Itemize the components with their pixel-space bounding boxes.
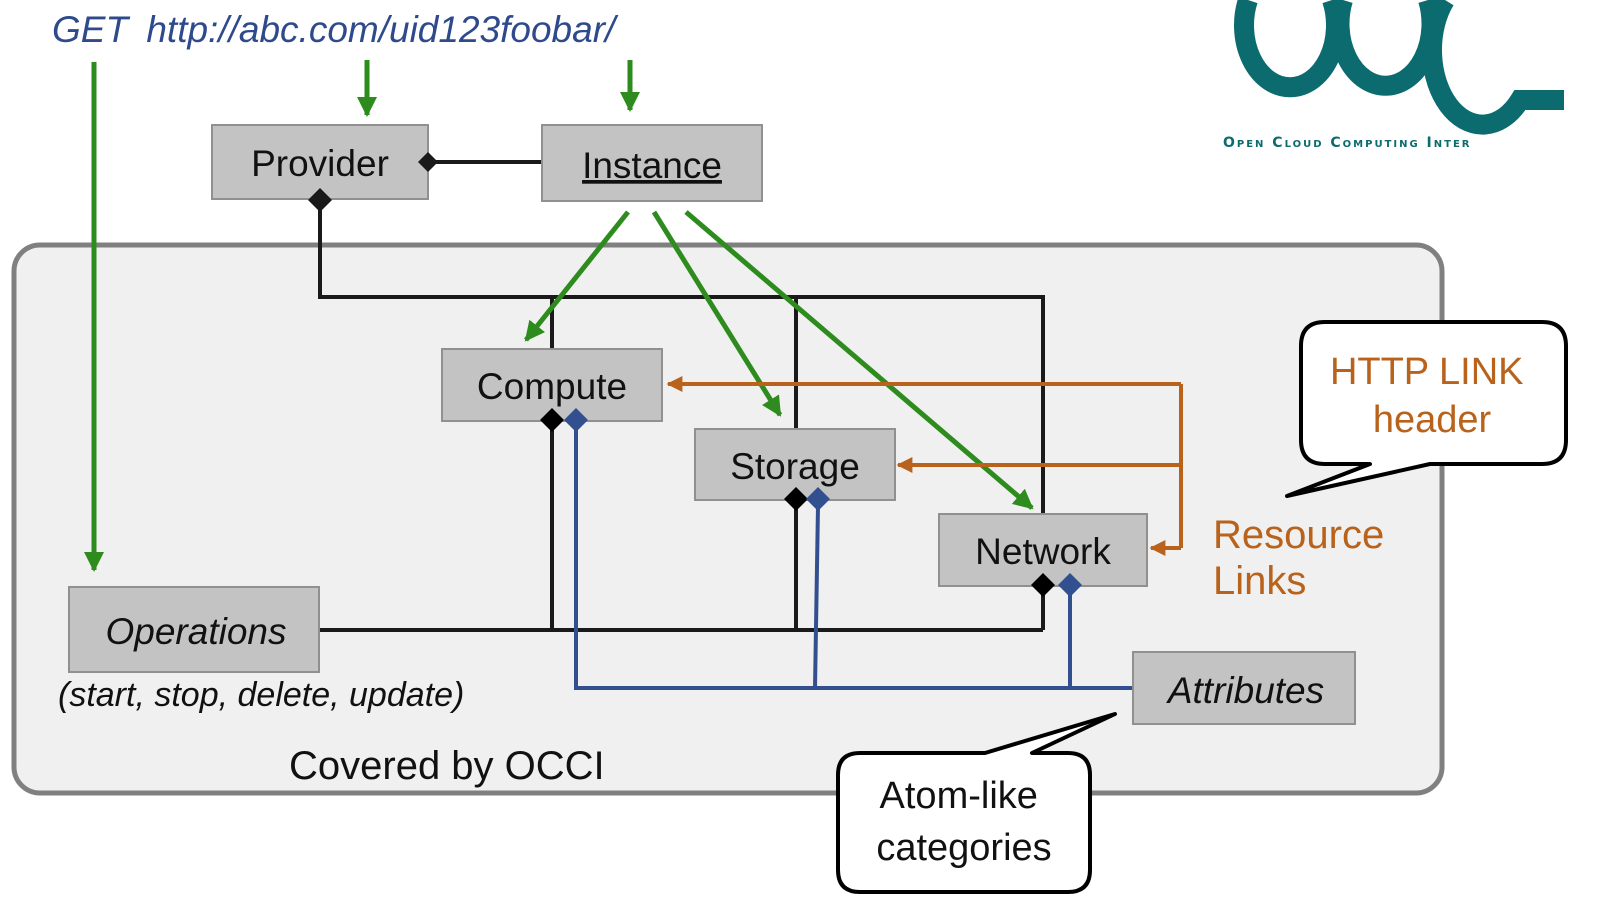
operations-list: (start, stop, delete, update) bbox=[58, 676, 464, 714]
ogf-logo: Open Cloud Computing Inter bbox=[1223, 0, 1564, 151]
svg-text:HTTP LINK header: HTTP LINK header bbox=[1330, 351, 1534, 441]
diamond-network-blue bbox=[1058, 573, 1082, 597]
attributes-box: Attributes bbox=[1132, 651, 1356, 725]
diamond-network-black bbox=[1031, 573, 1055, 597]
resource-links-line-1: Resource bbox=[1213, 513, 1384, 557]
provider-box: Provider bbox=[211, 124, 429, 200]
http-method: GET bbox=[52, 9, 130, 50]
storage-box: Storage bbox=[694, 428, 896, 501]
atom-line-2: categories bbox=[876, 827, 1051, 869]
diamond-provider bbox=[308, 188, 332, 212]
diamond-compute-blue bbox=[564, 408, 588, 432]
svg-text:Atom-like categories: Atom-like categories bbox=[876, 775, 1051, 869]
atom-callout: Atom-like categories bbox=[836, 712, 1117, 894]
diamond-provider-instance bbox=[418, 152, 438, 172]
url-mapping-arrows bbox=[84, 60, 640, 572]
diamond-compute-black bbox=[540, 408, 564, 432]
operations-box: Operations bbox=[68, 586, 320, 673]
compute-label: Compute bbox=[477, 366, 627, 407]
operations-label: Operations bbox=[106, 611, 287, 652]
attribute-lines bbox=[574, 428, 1133, 690]
instance-label: Instance bbox=[582, 145, 722, 186]
diamond-storage-black bbox=[784, 487, 808, 511]
attributes-label: Attributes bbox=[1166, 670, 1324, 711]
request-url: http://abc.com/uid123foobar/ bbox=[146, 9, 619, 50]
diamond-storage-blue bbox=[806, 487, 830, 511]
composition-lines bbox=[318, 160, 1045, 632]
resource-link-lines bbox=[666, 376, 1183, 556]
storage-label: Storage bbox=[730, 446, 860, 487]
atom-line-1: Atom-like bbox=[880, 775, 1038, 817]
http-link-line-1: HTTP LINK bbox=[1330, 351, 1524, 393]
request-line: GET http://abc.com/uid123foobar/ bbox=[52, 9, 619, 50]
provider-label: Provider bbox=[251, 143, 389, 184]
composition-diamonds bbox=[308, 152, 1082, 597]
resource-links-label: Resource Links bbox=[1213, 513, 1395, 603]
http-link-callout: HTTP LINK header bbox=[1285, 320, 1568, 498]
logo-tagline: Open Cloud Computing Inter bbox=[1223, 135, 1472, 151]
instance-arrows bbox=[524, 210, 1034, 510]
region-label: Covered by OCCI bbox=[289, 744, 605, 788]
instance-box: Instance bbox=[541, 124, 763, 202]
http-link-line-2: header bbox=[1373, 399, 1492, 441]
resource-links-line-2: Links bbox=[1213, 559, 1306, 603]
network-label: Network bbox=[975, 531, 1111, 572]
